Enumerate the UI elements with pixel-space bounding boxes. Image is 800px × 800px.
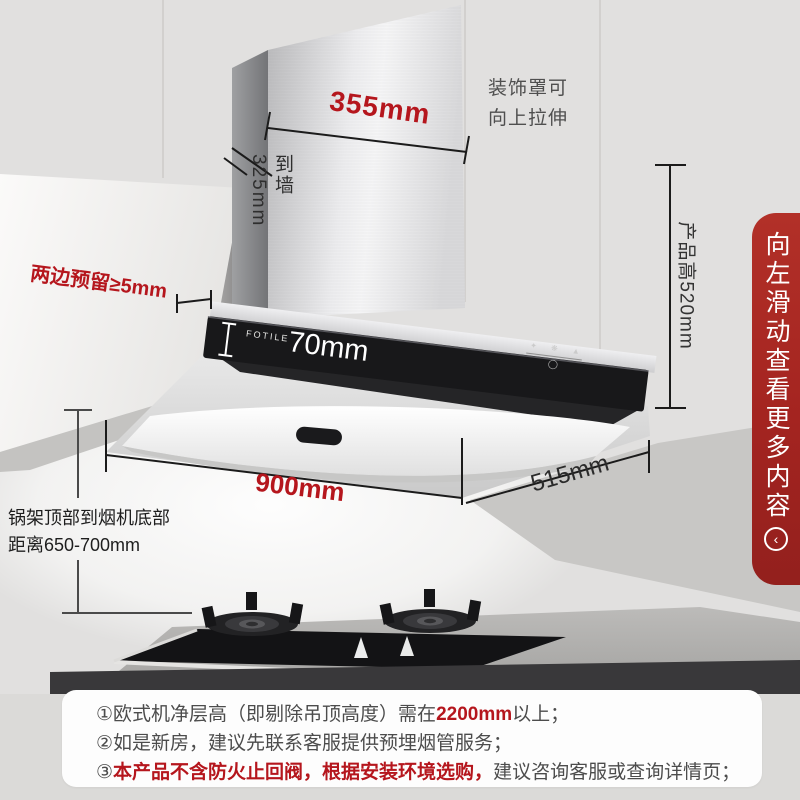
gas-stove	[113, 589, 566, 674]
note-2-text: 如是新房，建议先联系客服提供预埋烟管服务；	[113, 733, 513, 754]
deco-cover-note: 装饰罩可 向上拉伸	[488, 74, 568, 134]
slide-hint-text: 向左滑动查看更多内容	[762, 231, 790, 521]
product-height-label: 产品高520mm	[675, 221, 697, 350]
deco-cover-note-line1: 装饰罩可	[488, 78, 569, 99]
note-1-highlight: 2200mm	[436, 704, 513, 725]
note-2-index: ②	[96, 733, 114, 754]
note-line-1: ①欧式机净层高（即剔除吊顶高度）需在2200mm以上；	[96, 700, 744, 729]
install-notes-card: ①欧式机净层高（即剔除吊顶高度）需在2200mm以上； ②如是新房，建议先联系客…	[62, 690, 762, 787]
wall-shadow-band	[470, 420, 800, 612]
speed-icon[interactable]: ▲	[571, 346, 581, 357]
delay-icon[interactable]: ✦	[529, 340, 538, 351]
note-3-highlight: 本产品不含防火止回阀，根据安装环境选购，	[113, 762, 494, 783]
stove-glass-top	[116, 629, 566, 669]
hob-distance-label: 锅架顶部到烟机底部 距离650-700mm	[8, 505, 170, 559]
fan-icon[interactable]: ❋	[550, 343, 559, 354]
hood-handle	[296, 426, 342, 446]
stove-burner-left	[201, 592, 304, 636]
note-line-3: ③本产品不含防火止回阀，根据安装环境选购，建议咨询客服或查询详情页；	[96, 758, 744, 787]
counter-front-edge	[50, 660, 800, 694]
hob-distance-line2: 距离650-700mm	[8, 535, 141, 555]
chimney-decorative-cover	[232, 5, 465, 352]
panel-height-bracket	[218, 321, 237, 358]
chevron-left-glyph: ‹	[773, 531, 779, 547]
note-line-2: ②如是新房，建议先联系客服提供预埋烟管服务；	[96, 729, 744, 758]
to-wall-text: 到墙	[272, 154, 293, 196]
stove-knob	[400, 636, 414, 656]
hob-distance-line	[62, 409, 192, 614]
to-wall-depth-label: 到墙 325mm	[246, 154, 294, 324]
hob-distance-line1: 锅架顶部到烟机底部	[8, 508, 170, 528]
note-1-text: 欧式机净层高（即剔除吊顶高度）需在	[113, 704, 437, 725]
note-1-post: 以上；	[512, 704, 570, 725]
deco-cover-note-line2: 向上拉伸	[488, 108, 569, 129]
to-wall-value: 325mm	[248, 154, 269, 228]
note-3-index: ③	[96, 762, 114, 783]
note-3-post: 建议咨询客服或查询详情页；	[493, 762, 741, 783]
control-panel-glass	[203, 316, 649, 412]
note-1-index: ①	[96, 704, 114, 725]
chevron-left-circle-icon[interactable]: ‹	[764, 527, 788, 551]
slide-hint-banner[interactable]: 向左滑动查看更多内容 ‹	[752, 213, 800, 585]
stove-burner-right	[379, 589, 482, 633]
hood-body	[106, 350, 650, 498]
dimension-lines	[105, 111, 686, 505]
stove-knob	[354, 637, 368, 658]
